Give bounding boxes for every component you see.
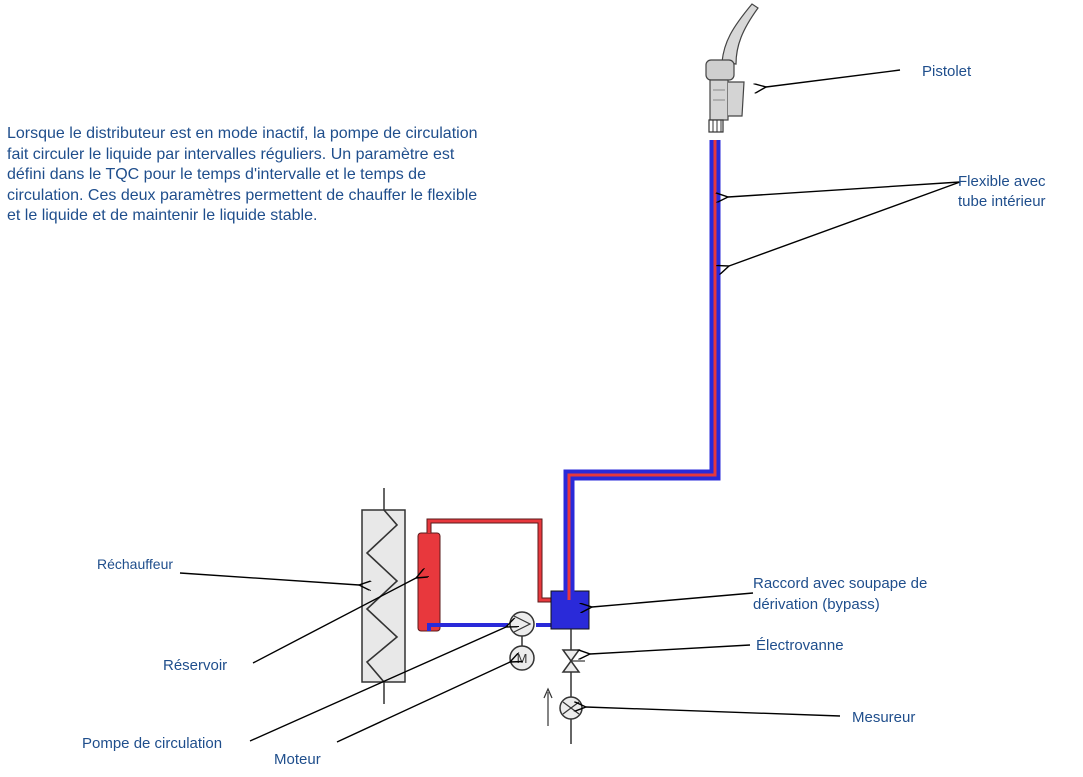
nozzle	[705, 3, 759, 133]
label-pompe: Pompe de circulation	[82, 735, 223, 752]
label-electrovanne: Électrovanne	[756, 637, 844, 654]
arrow-pompe	[249, 627, 506, 742]
solenoid-valve	[561, 649, 585, 673]
label-moteur: Moteur	[274, 751, 321, 768]
heater	[361, 488, 406, 704]
motor: M	[509, 645, 535, 671]
arrow-rechauffeur	[179, 572, 359, 585]
return-line	[426, 518, 566, 603]
arrow-flexible-outer	[728, 181, 961, 197]
meter	[559, 696, 583, 720]
label-raccord-line2: dérivation (bypass)	[753, 596, 880, 613]
label-raccord-line1: Raccord avec soupape de	[753, 575, 928, 592]
description-text: Lorsque le distributeur est en mode inac…	[7, 125, 478, 224]
arrow-mesureur	[586, 707, 841, 717]
arrow-pistolet	[766, 69, 901, 87]
label-flexible-line1: Flexible avec	[958, 173, 1046, 190]
arrow-electrovanne	[590, 644, 751, 654]
svg-text:M: M	[517, 651, 528, 666]
reservoir	[417, 532, 441, 632]
label-reservoir: Réservoir	[163, 657, 228, 674]
arrow-raccord	[592, 592, 754, 607]
label-mesureur: Mesureur	[852, 709, 916, 726]
heated-hose	[563, 140, 721, 600]
circulation-pump	[509, 611, 535, 646]
flow-arrow	[543, 687, 553, 726]
leader-lines	[179, 69, 961, 743]
arrow-reservoir	[252, 578, 416, 664]
label-rechauffeur: Réchauffeur	[97, 556, 174, 572]
arrow-flexible-inner	[729, 181, 961, 266]
label-flexible-line2: tube intérieur	[958, 193, 1046, 210]
arrow-moteur	[336, 662, 510, 743]
label-pistolet: Pistolet	[922, 63, 972, 80]
